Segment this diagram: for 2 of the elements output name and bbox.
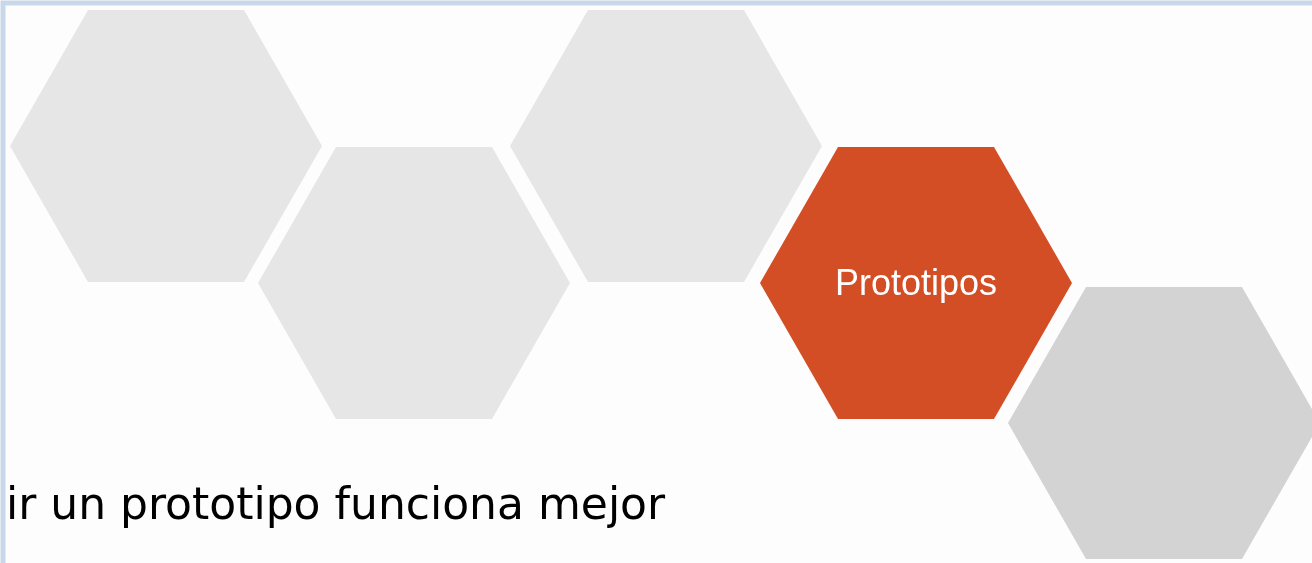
hexagon-label: Prototipos [834,262,998,304]
body-text: ir un prototipo funciona mejor [6,478,666,529]
